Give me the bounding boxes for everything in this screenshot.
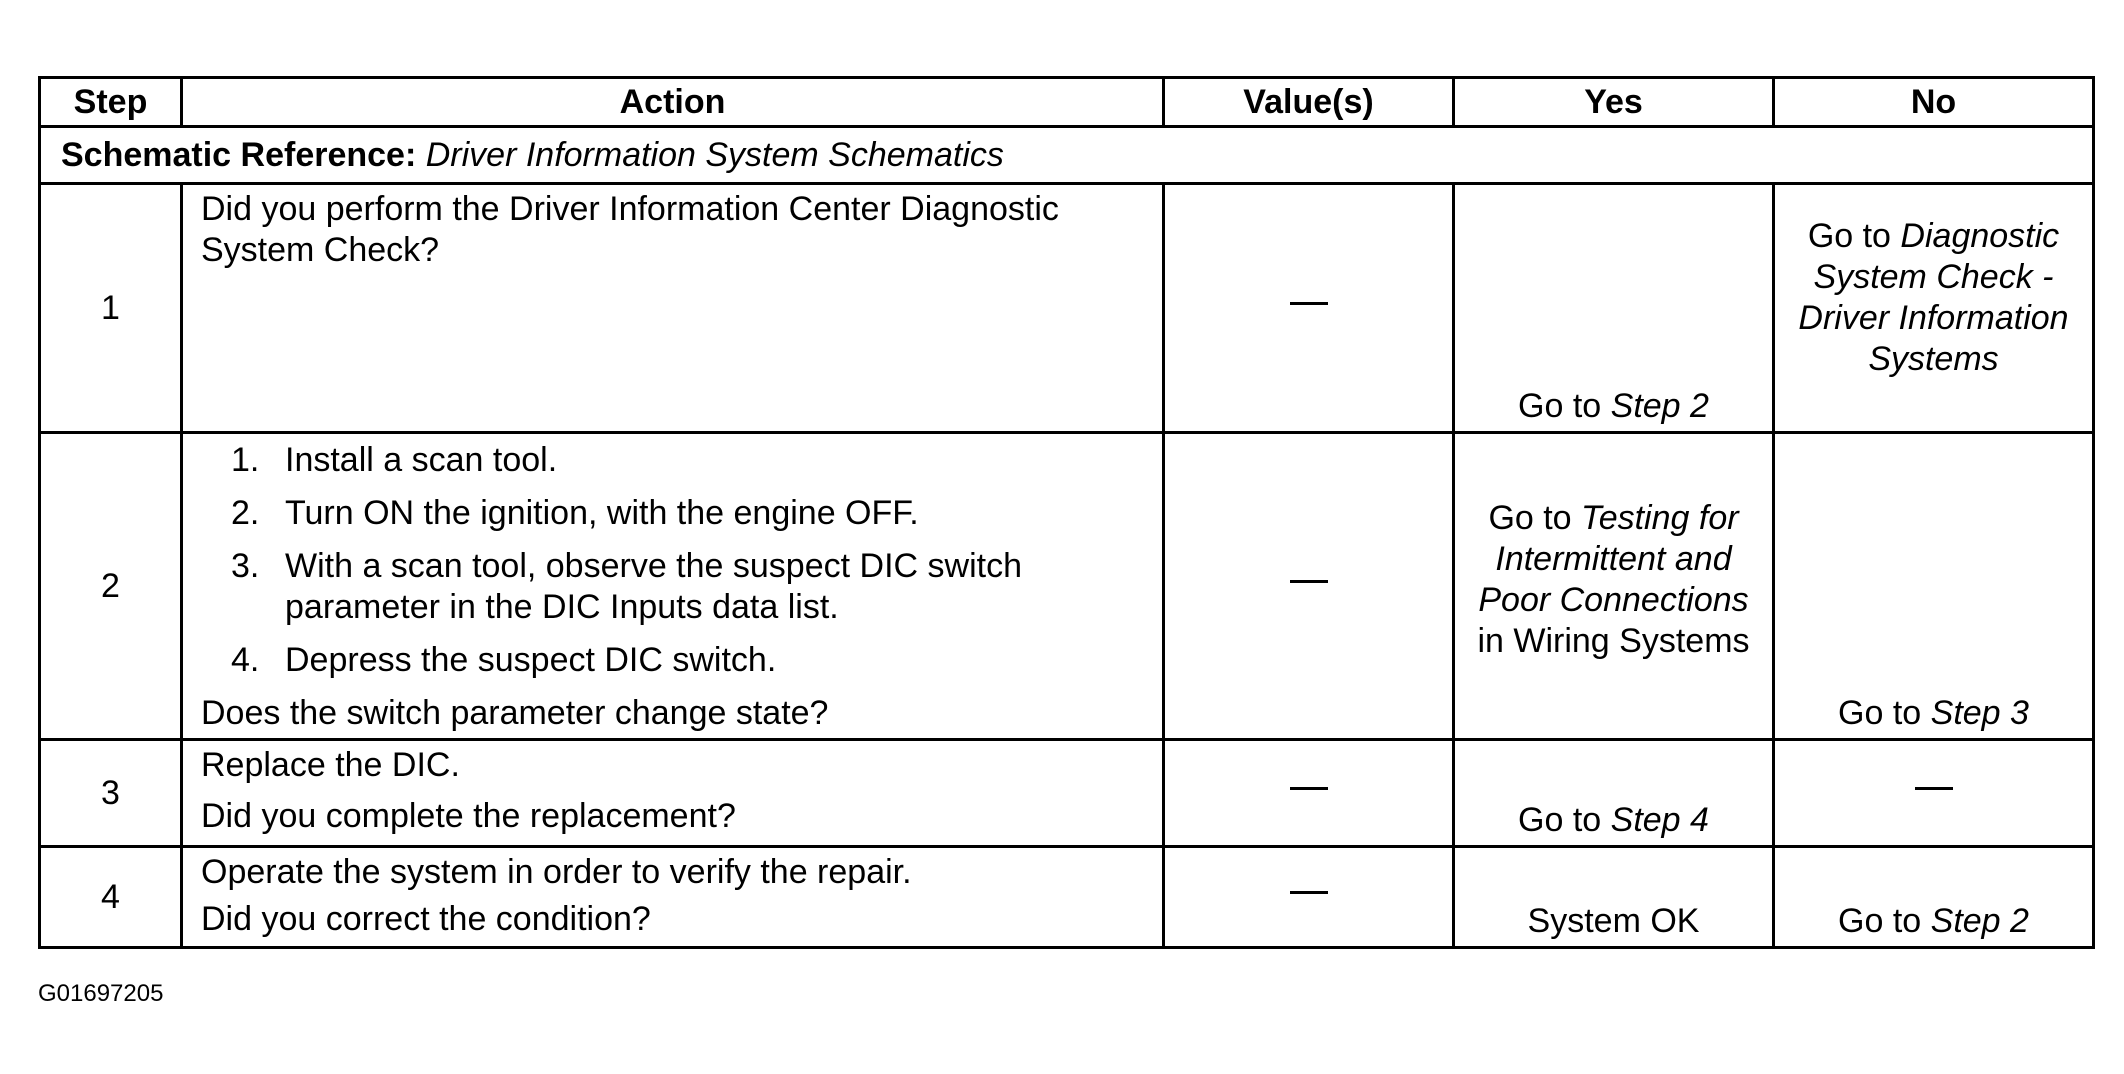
action-cell: Replace the DIC. Did you complete the re… (180, 738, 1165, 848)
step-number: 3 (38, 738, 183, 848)
action-list: 1.Install a scan tool. 2.Turn ON the ign… (201, 440, 1152, 681)
value-cell (1162, 738, 1455, 848)
action-question: Does the switch parameter change state? (201, 694, 829, 732)
yes-prefix: Go to (1518, 801, 1611, 839)
action-cell: 1.Install a scan tool. 2.Turn ON the ign… (180, 431, 1165, 741)
header-values: Value(s) (1162, 76, 1455, 128)
no-prefix: Go to (1838, 902, 1931, 940)
value-dash (1289, 301, 1328, 305)
list-item: 3.With a scan tool, observe the suspect … (231, 547, 1022, 626)
yes-link[interactable]: Testing for Intermittent and Poor Connec… (1478, 498, 1749, 619)
yes-cell: Go to Step 2 (1452, 182, 1775, 434)
no-dash (1914, 786, 1953, 790)
yes-prefix: Go to (1518, 387, 1611, 425)
action-text: Replace the DIC. (201, 746, 460, 784)
yes-cell: Go to Testing for Intermittent and Poor … (1452, 431, 1775, 741)
yes-cell: Go to Step 4 (1452, 738, 1775, 848)
action-question: Did you correct the condition? (201, 900, 651, 938)
header-step: Step (38, 76, 183, 128)
header-yes: Yes (1452, 76, 1775, 128)
header-action: Action (180, 76, 1165, 128)
no-cell: Go to Step 3 (1772, 431, 2095, 741)
list-item: 1.Install a scan tool. (231, 441, 558, 479)
reference-label: Schematic Reference: (61, 135, 417, 174)
header-row: Step Action Value(s) Yes No (38, 76, 2095, 128)
action-question: Did you complete the replacement? (201, 797, 736, 835)
yes-link[interactable]: Step 4 (1610, 801, 1709, 839)
yes-suffix: in Wiring Systems (1477, 621, 1750, 660)
no-cell: Go to Step 2 (1772, 845, 2095, 949)
no-link[interactable]: Diagnostic System Check - Driver Informa… (1798, 217, 2069, 379)
figure-id: G01697205 (38, 980, 164, 1007)
schematic-reference-row: Schematic Reference: Driver Information … (38, 125, 2095, 185)
no-link[interactable]: Step 3 (1930, 694, 2029, 732)
no-prefix: Go to (1838, 694, 1931, 732)
yes-cell: System OK (1452, 845, 1775, 949)
list-item: 2.Turn ON the ignition, with the engine … (231, 494, 919, 532)
diagnostic-table: Step Action Value(s) Yes No Schematic Re… (38, 76, 2095, 949)
action-text: Operate the system in order to verify th… (201, 853, 912, 891)
schematic-reference: Schematic Reference: Driver Information … (38, 125, 2095, 185)
yes-text: System OK (1527, 902, 1700, 940)
table-row: 2 1.Install a scan tool. 2.Turn ON the i… (38, 431, 2095, 741)
step-number: 1 (38, 182, 183, 434)
yes-link[interactable]: Step 2 (1610, 387, 1709, 425)
no-cell (1772, 738, 2095, 848)
action-text: Did you perform the Driver Information C… (201, 190, 1059, 269)
no-cell: Go to Diagnostic System Check - Driver I… (1772, 182, 2095, 434)
value-cell (1162, 845, 1455, 949)
value-dash (1289, 579, 1328, 583)
no-link[interactable]: Step 2 (1930, 902, 2029, 940)
value-cell (1162, 182, 1455, 434)
value-cell (1162, 431, 1455, 741)
table-row: 3 Replace the DIC. Did you complete the … (38, 738, 2095, 848)
step-number: 4 (38, 845, 183, 949)
table-row: 4 Operate the system in order to verify … (38, 845, 2095, 949)
action-cell: Operate the system in order to verify th… (180, 845, 1165, 949)
reference-link[interactable]: Driver Information System Schematics (425, 135, 1004, 174)
yes-prefix: Go to (1488, 498, 1582, 537)
step-number: 2 (38, 431, 183, 741)
value-dash (1289, 890, 1328, 894)
action-cell: Did you perform the Driver Information C… (180, 182, 1165, 434)
no-prefix: Go to (1807, 217, 1901, 256)
list-item: 4.Depress the suspect DIC switch. (231, 641, 777, 679)
table-row: 1 Did you perform the Driver Information… (38, 182, 2095, 434)
header-no: No (1772, 76, 2095, 128)
value-dash (1289, 786, 1328, 790)
